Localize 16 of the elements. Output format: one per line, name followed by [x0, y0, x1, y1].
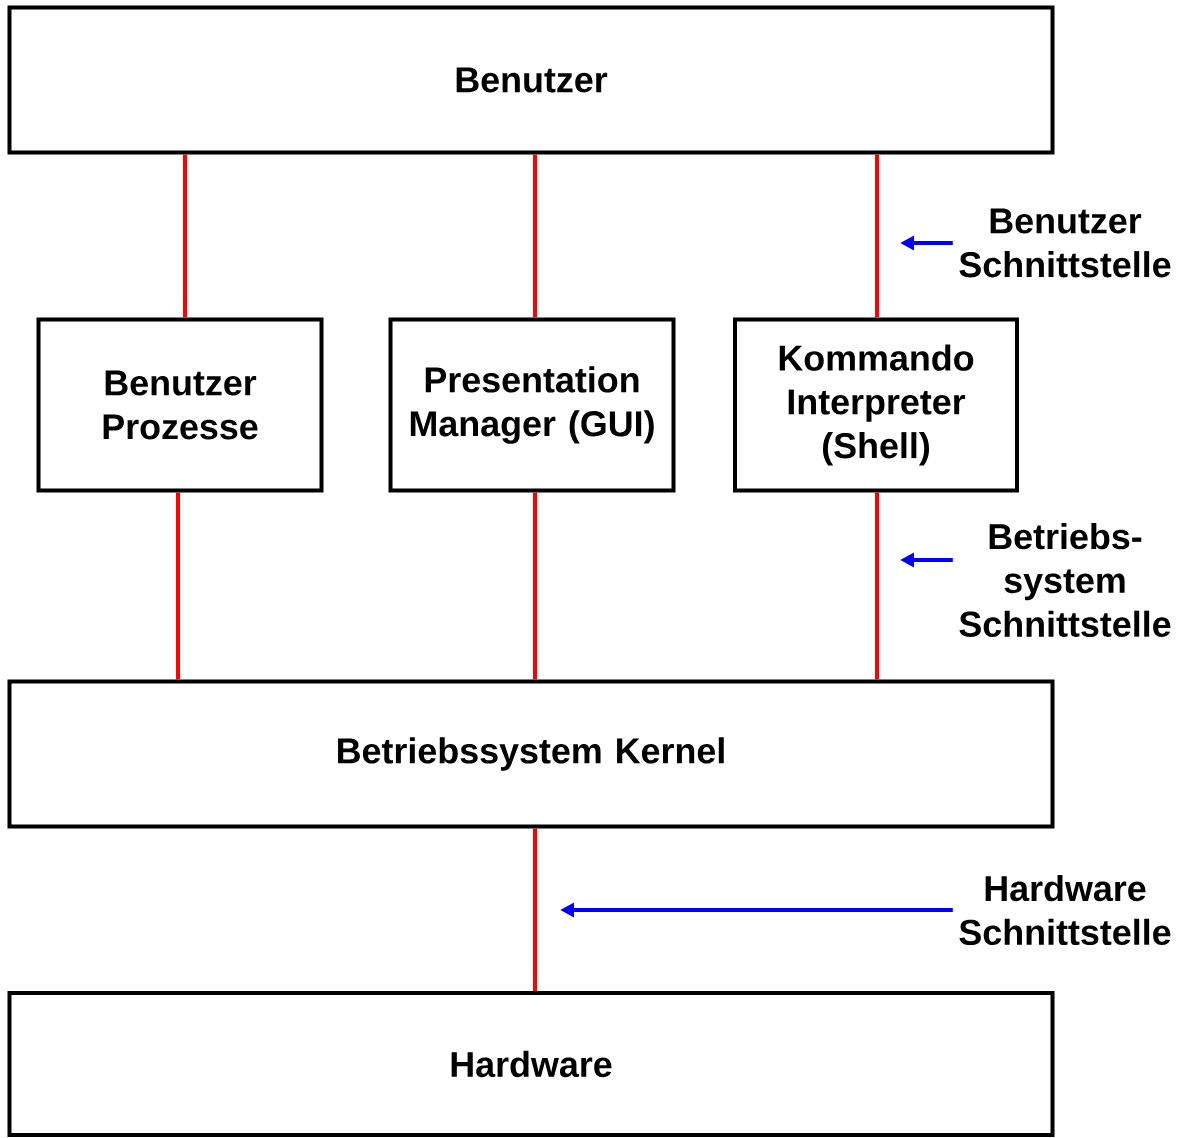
connector-line — [183, 154, 187, 318]
layer-box: Benutzer Prozesse — [36, 317, 324, 493]
connector-line — [176, 492, 180, 680]
connector-line — [533, 154, 537, 318]
layer-box: Hardware — [7, 991, 1055, 1137]
connector-line — [533, 828, 537, 991]
connector-line — [533, 492, 537, 680]
connector-line — [875, 492, 879, 680]
connector-line — [875, 154, 879, 318]
interface-label: Benutzer Schnittstelle — [959, 208, 1171, 278]
layer-box: Betriebssystem Kernel — [7, 679, 1055, 829]
layer-box: Benutzer — [7, 5, 1055, 155]
interface-label: Betriebs- system Schnittstelle — [959, 523, 1171, 637]
interface-label: Hardware Schnittstelle — [959, 874, 1171, 946]
layer-box: Presentation Manager (GUI) — [388, 317, 676, 493]
layer-box: Kommando Interpreter (Shell) — [733, 317, 1019, 493]
